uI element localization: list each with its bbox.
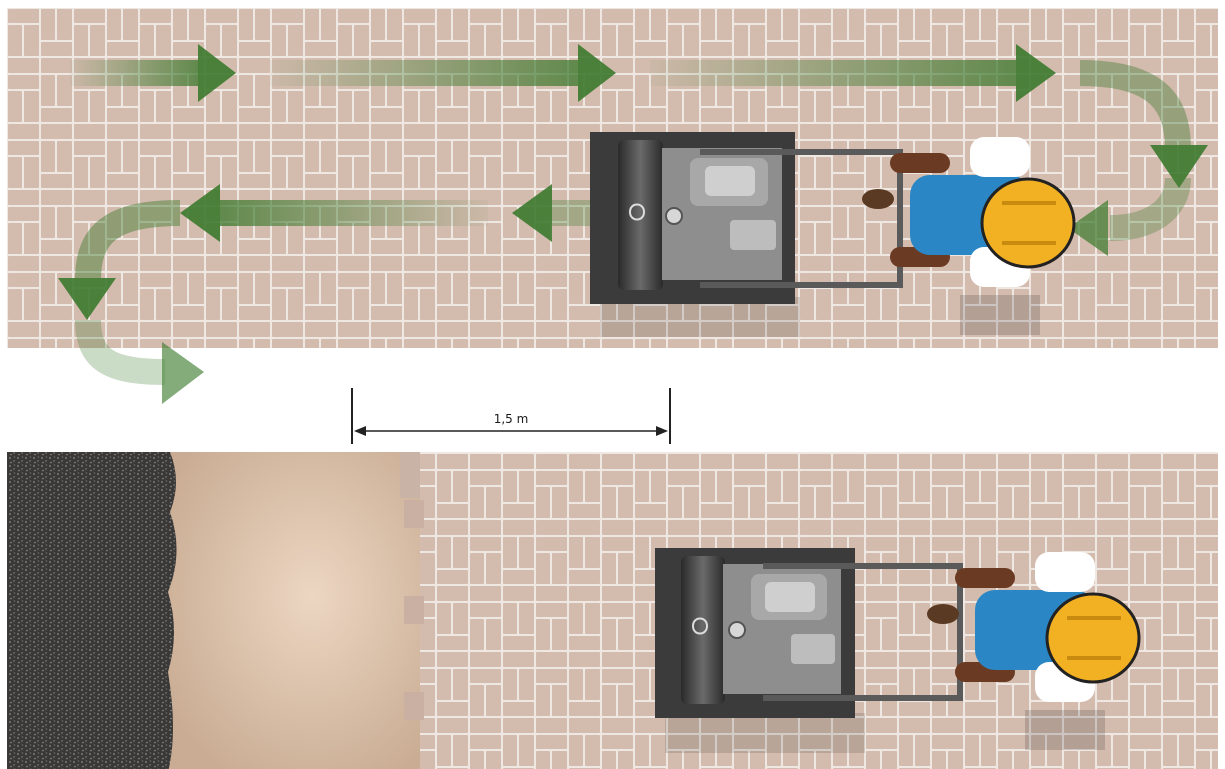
hard-hat-icon [1045, 592, 1141, 684]
gravel-base [7, 452, 183, 769]
direction-arrow-icon [180, 184, 488, 242]
plate-compactor-icon [590, 132, 903, 337]
sand-bed [168, 452, 430, 769]
dimension-indicator: 1,5 m [351, 388, 671, 444]
compaction-path-arrows [58, 44, 1208, 404]
direction-arrow-icon [75, 319, 204, 404]
direction-arrow-icon [58, 200, 181, 320]
direction-arrow-icon [270, 44, 616, 102]
direction-arrow-icon [1079, 60, 1208, 188]
plate-compactor-icon [655, 548, 963, 753]
direction-arrow-icon [650, 44, 1056, 102]
hard-hat-icon [980, 177, 1076, 269]
dimension-label: 1,5 m [494, 412, 529, 426]
worker-icon [862, 137, 1076, 335]
direction-arrow-icon [512, 184, 590, 242]
worker-icon [927, 552, 1141, 750]
direction-arrow-icon [70, 44, 236, 102]
direction-arrow-icon [1068, 177, 1191, 256]
